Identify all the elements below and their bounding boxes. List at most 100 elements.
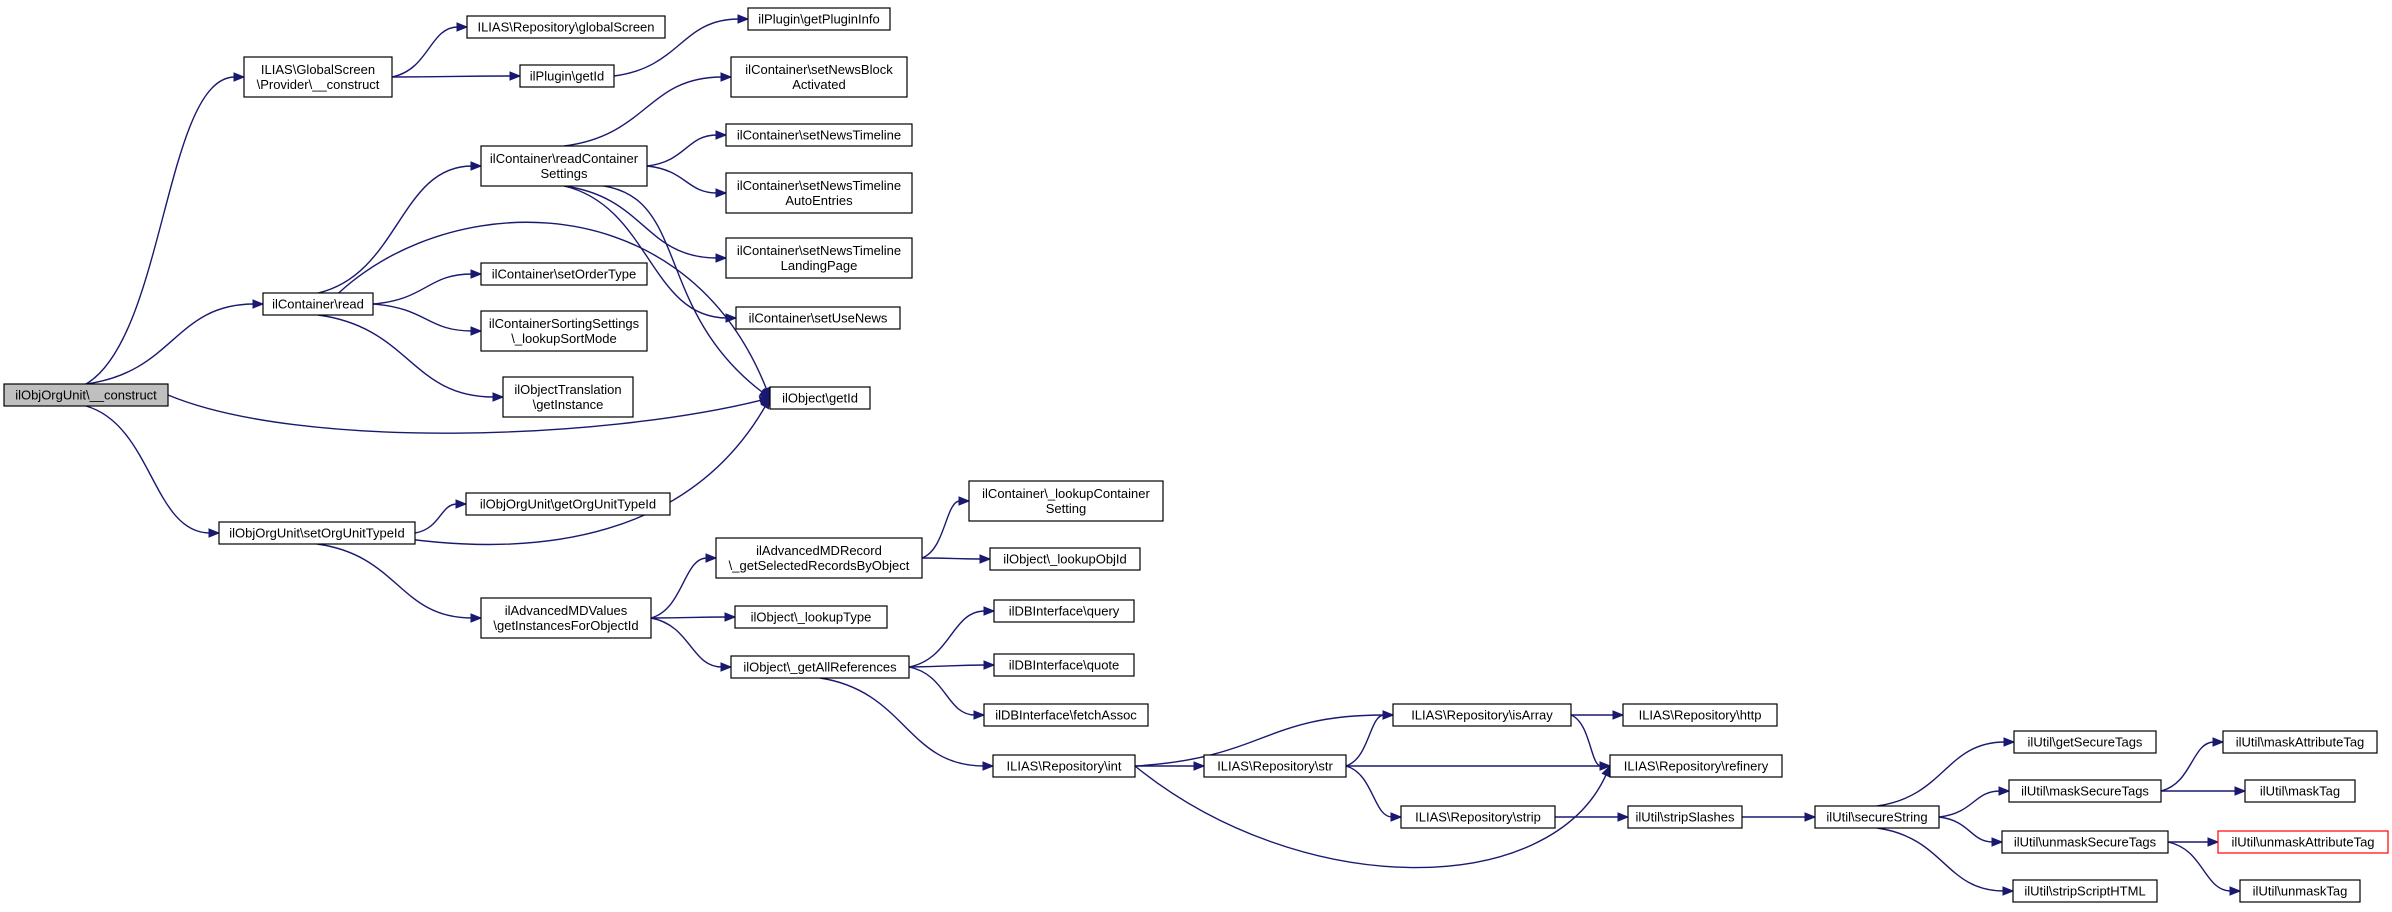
node-label: ilUtil\unmaskAttributeTag [2231, 835, 2374, 850]
node-label: ILIAS\Repository\refinery [1624, 759, 1769, 774]
node-label: ilPlugin\getId [530, 69, 604, 84]
node-strip[interactable]: ILIAS\Repository\strip [1400, 805, 1556, 829]
node-stripslashes[interactable]: ilUtil\stripSlashes [1627, 805, 1743, 829]
arrowhead [1617, 812, 1630, 822]
edge-read-to-setordertype [372, 269, 483, 305]
node-label: ilContainer\setNewsTimeline [737, 243, 901, 258]
node-lookuptype[interactable]: ilObject\_lookupType [734, 605, 888, 629]
edge-line [908, 610, 986, 668]
arrowhead [715, 188, 728, 198]
node-plugingetid[interactable]: ilPlugin\getId [519, 64, 615, 88]
node-int[interactable]: ILIAS\Repository\int [992, 754, 1136, 778]
arrowhead [2229, 886, 2242, 896]
edge-read-to-sortmode [372, 303, 483, 336]
node-usenews[interactable]: ilContainer\setUseNews [735, 306, 901, 330]
arrowhead [715, 253, 728, 263]
node-unmasksecuretags[interactable]: ilUtil\unmaskSecureTags [2001, 830, 2169, 854]
edge-amdrecord-to-lookupobjid [921, 554, 992, 564]
edge-setorgunittype-to-getorgunittype [414, 499, 468, 534]
node-root[interactable]: ilObjOrgUnit\__construct [3, 383, 169, 407]
edge-securestring-to-getsecuretags [1876, 737, 2016, 807]
node-box [983, 703, 1149, 727]
edge-layer [85, 14, 2247, 896]
edge-root-to-gsprov [85, 72, 246, 385]
node-isarray[interactable]: ILIAS\Repository\isArray [1392, 703, 1572, 727]
node-refinery[interactable]: ILIAS\Repository\refinery [1609, 754, 1783, 778]
node-globalscreen[interactable]: ILIAS\Repository\globalScreen [466, 15, 666, 39]
node-setorgunittype[interactable]: ilObjOrgUnit\setOrgUnitTypeId [218, 521, 416, 545]
edge-readcs-to-newstimeline [646, 130, 728, 167]
edge-line [650, 557, 708, 619]
node-maskattr[interactable]: ilUtil\maskAttributeTag [2222, 730, 2378, 754]
node-masktag[interactable]: ilUtil\maskTag [2244, 779, 2356, 803]
edge-unmasksecuretags-to-unmasktag [2167, 841, 2242, 896]
node-masksecuretags[interactable]: ilUtil\maskSecureTags [2008, 779, 2162, 803]
node-label: \_lookupSortMode [511, 331, 617, 346]
node-box [989, 547, 1141, 571]
node-amdvalues[interactable]: ilAdvancedMDValues\getInstancesForObject… [480, 597, 652, 639]
edge-line [921, 557, 982, 560]
node-label: ILIAS\Repository\str [1217, 759, 1333, 774]
node-fetchassoc[interactable]: ilDBInterface\fetchAssoc [983, 703, 1149, 727]
node-box [2008, 779, 2162, 803]
node-objgetid[interactable]: ilObject\getId [769, 386, 871, 410]
node-unmaskattr[interactable]: ilUtil\unmaskAttributeTag [2217, 830, 2389, 854]
edge-str-to-refinery [1346, 761, 1612, 771]
node-newstimeline[interactable]: ilContainer\setNewsTimeline [725, 123, 913, 147]
node-gsprov[interactable]: ILIAS\GlobalScreen\Provider\__construct [243, 56, 393, 98]
node-dbquote[interactable]: ilDBInterface\quote [993, 653, 1135, 677]
node-label: ilObject\getId [782, 391, 858, 406]
node-getallrefs[interactable]: ilObject\_getAllReferences [730, 655, 910, 679]
node-label: ILIAS\Repository\globalScreen [477, 20, 654, 35]
node-securestring[interactable]: ilUtil\secureString [1814, 805, 1940, 829]
node-label: ilContainerSortingSettings [489, 316, 640, 331]
node-label: ilObject\_lookupObjId [1003, 552, 1127, 567]
node-stripscript[interactable]: ilUtil\stripScriptHTML [2012, 879, 2158, 903]
node-label: ilAdvancedMDRecord [756, 543, 882, 558]
node-sortmode[interactable]: ilContainerSortingSettings\_lookupSortMo… [480, 310, 648, 352]
node-box [502, 376, 634, 418]
node-label: Setting [1046, 501, 1086, 516]
edge-read-to-objgetid [317, 221, 771, 400]
node-label: ilObjOrgUnit\getOrgUnitTypeId [480, 497, 656, 512]
arrowhead [2002, 886, 2015, 896]
edge-line [317, 165, 473, 294]
node-getplugininfo[interactable]: ilPlugin\getPluginInfo [747, 7, 891, 31]
edge-getallrefs-to-dbquery [908, 606, 996, 668]
node-unmasktag[interactable]: ilUtil\unmaskTag [2239, 879, 2361, 903]
node-label: \getInstance [533, 397, 604, 412]
node-box [993, 599, 1135, 623]
edge-plugingetid-to-getplugininfo [613, 14, 750, 77]
edge-line [921, 500, 961, 559]
node-box [1400, 805, 1556, 829]
node-label: ilAdvancedMDValues [505, 603, 628, 618]
edge-line [317, 314, 495, 398]
node-translation[interactable]: ilObjectTranslation\getInstance [502, 376, 634, 418]
edge-readcs-to-newsblock [563, 72, 733, 147]
node-read[interactable]: ilContainer\read [262, 292, 374, 316]
arrowhead [455, 499, 468, 509]
node-box [480, 145, 648, 187]
node-lookupobjid[interactable]: ilObject\_lookupObjId [989, 547, 1141, 571]
arrowhead [983, 606, 996, 616]
node-setordertype[interactable]: ilContainer\setOrderType [480, 262, 648, 286]
edge-readcs-to-objgetid [563, 183, 772, 399]
node-str[interactable]: ILIAS\Repository\str [1203, 754, 1347, 778]
node-label: ILIAS\GlobalScreen [261, 62, 375, 77]
arrowhead [1998, 786, 2011, 796]
node-http[interactable]: ILIAS\Repository\http [1622, 703, 1778, 727]
edge-root-to-read [85, 299, 265, 385]
arrowhead [705, 553, 718, 563]
node-amdrecord[interactable]: ilAdvancedMDRecord\_getSelectedRecordsBy… [715, 537, 923, 579]
node-label: ilPlugin\getPluginInfo [758, 12, 879, 27]
node-getsecuretags[interactable]: ilUtil\getSecureTags [2013, 730, 2157, 754]
node-label: ilDBInterface\query [1009, 604, 1120, 619]
node-getorgunittype[interactable]: ilObjOrgUnit\getOrgUnitTypeId [465, 492, 671, 516]
node-dbquery[interactable]: ilDBInterface\query [993, 599, 1135, 623]
edge-readcs-to-newstimelinelanding [563, 185, 728, 263]
